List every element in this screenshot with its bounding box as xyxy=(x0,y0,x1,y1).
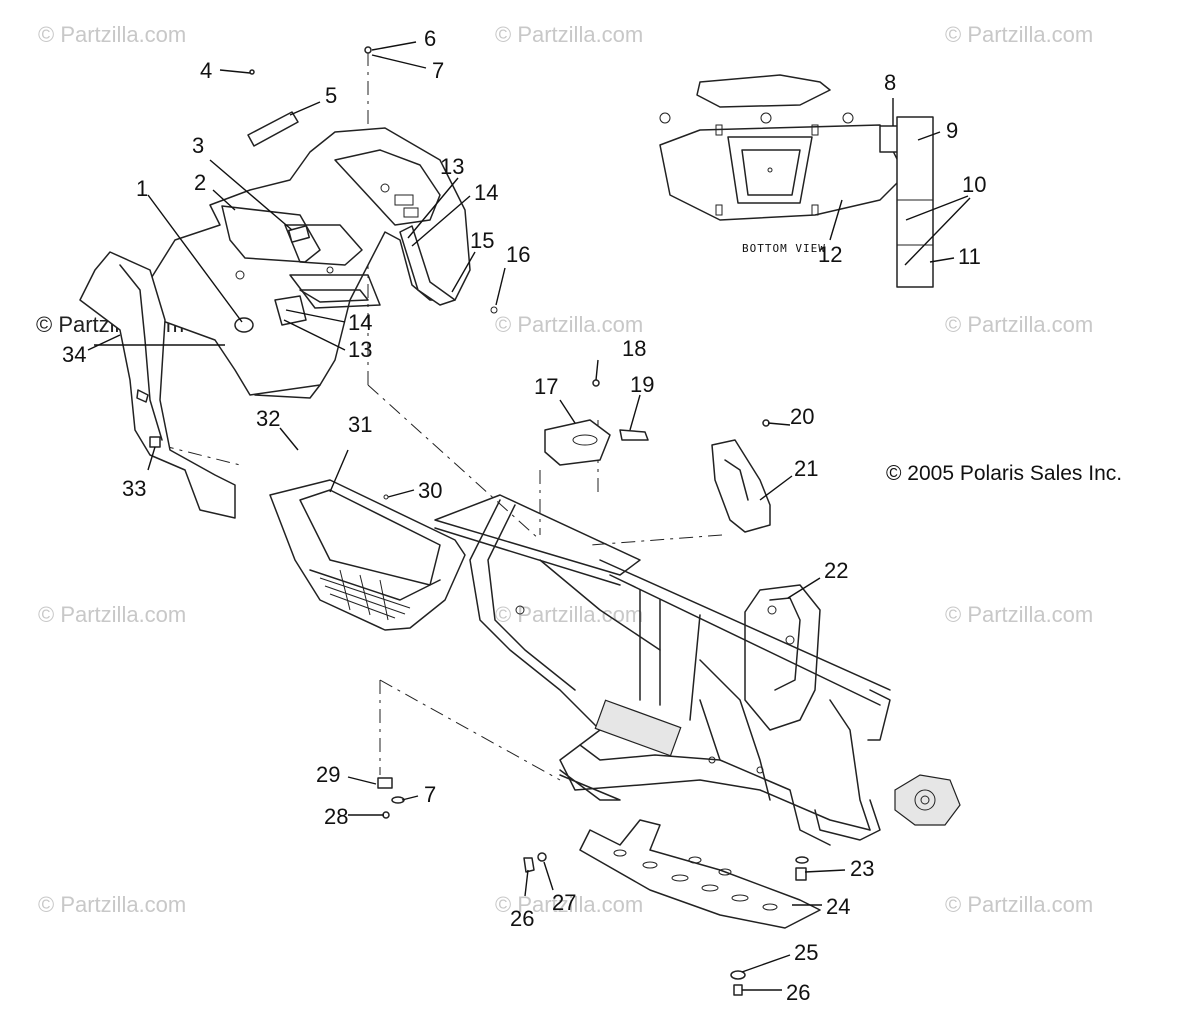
bracket-21 xyxy=(711,439,771,533)
callout-17: 17 xyxy=(534,374,558,399)
footwell xyxy=(269,479,466,631)
callout-16: 16 xyxy=(506,242,530,267)
callout-25: 25 xyxy=(794,940,818,965)
leader-lines xyxy=(87,41,971,991)
callout-10: 10 xyxy=(962,172,986,197)
callout-13: 13 xyxy=(440,154,464,179)
left-fender-flap xyxy=(79,251,236,519)
watermark: © Partzilla.com xyxy=(495,892,643,917)
gearcase xyxy=(894,774,961,826)
watermarks: © Partzilla.com © Partzilla.com © Partzi… xyxy=(36,22,1093,917)
callout-26: 26 xyxy=(786,980,810,1005)
callout-7: 7 xyxy=(432,58,444,83)
callout-29: 29 xyxy=(316,762,340,787)
callout-8: 8 xyxy=(884,70,896,95)
bottom-view-inset: BOTTOM VIEW xyxy=(659,74,934,288)
callout-15: 15 xyxy=(470,228,494,253)
callout-21: 21 xyxy=(794,456,818,481)
callout-6: 6 xyxy=(424,26,436,51)
watermark: © Partzilla.com xyxy=(38,22,186,47)
hardware xyxy=(249,46,809,996)
watermark: © Partzilla.com xyxy=(945,892,1093,917)
callout-22: 22 xyxy=(824,558,848,583)
watermark: © Partzilla.com xyxy=(945,312,1093,337)
callout-3: 3 xyxy=(192,133,204,158)
callout-11: 11 xyxy=(958,244,981,269)
callout-26: 26 xyxy=(510,906,534,931)
callout-7: 7 xyxy=(424,782,436,807)
callout-23: 23 xyxy=(850,856,874,881)
callout-20: 20 xyxy=(790,404,814,429)
skid-plate xyxy=(579,819,821,929)
callout-32: 32 xyxy=(256,406,280,431)
callout-12: 12 xyxy=(818,242,842,267)
rear-fender xyxy=(149,111,498,399)
callout-30: 30 xyxy=(418,478,442,503)
callout-24: 24 xyxy=(826,894,850,919)
callout-31: 31 xyxy=(348,412,372,437)
watermark: © Partzilla.com xyxy=(38,602,186,627)
callout-14: 14 xyxy=(474,180,498,205)
watermark: © Partzilla.com xyxy=(495,22,643,47)
callout-1: 1 xyxy=(136,176,148,201)
watermark: © Partzilla.com xyxy=(945,22,1093,47)
callout-4: 4 xyxy=(200,58,212,83)
callout-28: 28 xyxy=(324,804,348,829)
watermark: © Partzilla.com xyxy=(495,312,643,337)
copyright: © 2005 Polaris Sales Inc. xyxy=(886,462,1122,485)
callout-27: 27 xyxy=(552,890,576,915)
callout-13: 13 xyxy=(348,337,372,362)
watermark: © Partzilla.com xyxy=(945,602,1093,627)
callout-2: 2 xyxy=(194,170,206,195)
callout-19: 19 xyxy=(630,372,654,397)
callouts: 1 2 3 4 5 6 7 8 9 10 11 12 13 14 15 16 1… xyxy=(62,26,986,1005)
callout-9: 9 xyxy=(946,118,958,143)
callout-34: 34 xyxy=(62,342,86,367)
callout-18: 18 xyxy=(622,336,646,361)
callout-33: 33 xyxy=(122,476,146,501)
pad-17 xyxy=(544,419,649,466)
watermark: © Partzilla.com xyxy=(38,892,186,917)
bottom-view-label: BOTTOM VIEW xyxy=(742,242,826,255)
main-frame xyxy=(434,494,891,846)
callout-5: 5 xyxy=(325,83,337,108)
callout-14: 14 xyxy=(348,310,372,335)
